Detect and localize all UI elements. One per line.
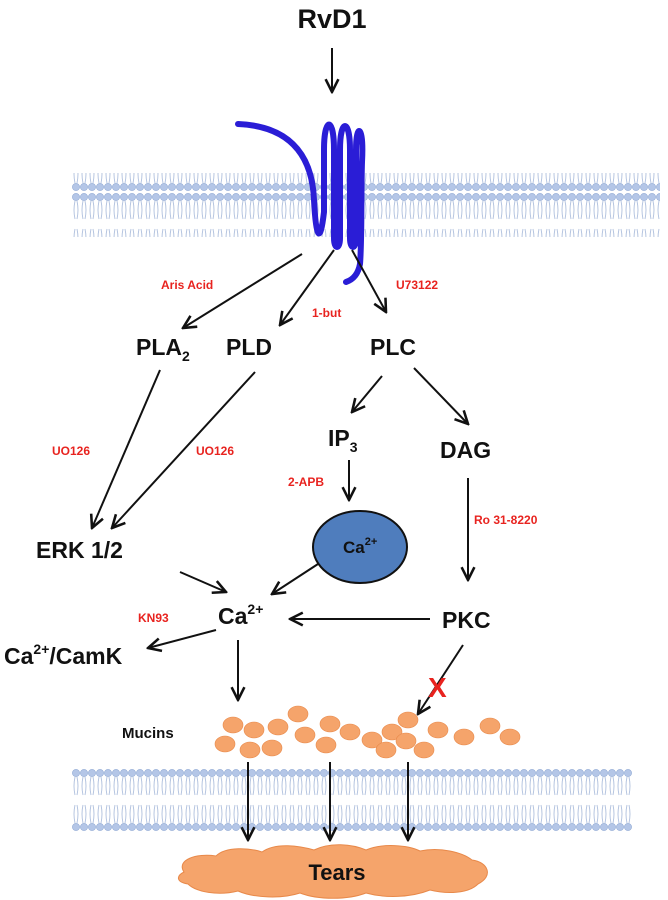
mucin-vesicle-icon [375,741,397,759]
calcium-store [312,510,408,584]
inhibitor-ro31-8220: Ro 31-8220 [474,513,538,527]
mucin-vesicle-icon [287,705,309,723]
mucin-vesicle-icon [395,732,417,750]
inhibitor-u73122: U73122 [396,278,438,292]
mucin-vesicle-icon [361,731,383,749]
arrow-pld-to-erk [112,371,256,528]
arrow-store-to-ca [272,563,319,594]
mucin-vesicle-icon [214,735,236,753]
pkc-label: PKC [442,607,491,633]
tears-label: Tears [308,860,365,885]
mucin-vesicle-icon [294,726,316,744]
inhibitor-aris-acid: Aris Acid [161,278,213,292]
erk-label: ERK 1/2 [36,537,123,563]
top-membrane [72,173,660,237]
mucin-vesicle-icon [267,718,289,736]
calcium-label: Ca2+ [218,601,263,629]
bottom-membrane [72,768,632,832]
inhibitor-2-apb: 2-APB [288,475,324,489]
arrow-pla2-to-erk [92,369,161,528]
arrow-to-pla2 [183,253,303,328]
mucin-vesicle-icon [339,723,361,741]
mucin-vesicle-icon [222,716,244,734]
inhibitor-kn93: KN93 [138,611,169,625]
mucins-label: Mucins [122,725,174,742]
mucin-vesicle-icon [397,711,419,729]
gpcr-receptor-icon [235,121,366,285]
mucin-vesicle-icon [413,741,435,759]
calcium-store-label: Ca2+ [343,536,377,557]
block-mark: X [428,672,447,703]
arrow-to-dag [413,367,468,424]
mucin-vesicle-icon [319,715,341,733]
arrow-to-plc [351,249,386,312]
mucin-vesicle-icon [479,717,501,735]
ip3-label: IP3 [328,425,358,455]
inhibitor-uo126-right: UO126 [196,444,234,458]
ligand-label: RvD1 [297,4,366,34]
dag-label: DAG [440,437,491,463]
arrow-to-ip3 [352,375,383,412]
inhibitor-1-but: 1-but [312,306,341,320]
mucin-vesicle-icon [315,736,337,754]
arrow-to-pld [280,249,335,325]
mucin-vesicle-icon [453,728,475,746]
tears-cloud [178,844,488,899]
arrow-erk-to-ca [179,571,226,592]
mucin-vesicle-icon [381,723,403,741]
mucin-vesicle-icon [427,721,449,739]
pla2-label: PLA2 [136,334,190,364]
inhibitor-uo126-left: UO126 [52,444,90,458]
arrow-pkc-to-mucins [418,644,464,714]
mucin-vesicle-icon [239,741,261,759]
pld-label: PLD [226,334,272,360]
mucin-vesicle-cluster [214,705,521,759]
mucin-vesicle-icon [499,728,521,746]
camk-label: Ca2+/CamK [4,641,123,669]
plc-label: PLC [370,334,416,360]
mucin-vesicle-icon [261,739,283,757]
mucin-vesicle-icon [243,721,265,739]
arrow-ca-to-camk [148,629,217,648]
